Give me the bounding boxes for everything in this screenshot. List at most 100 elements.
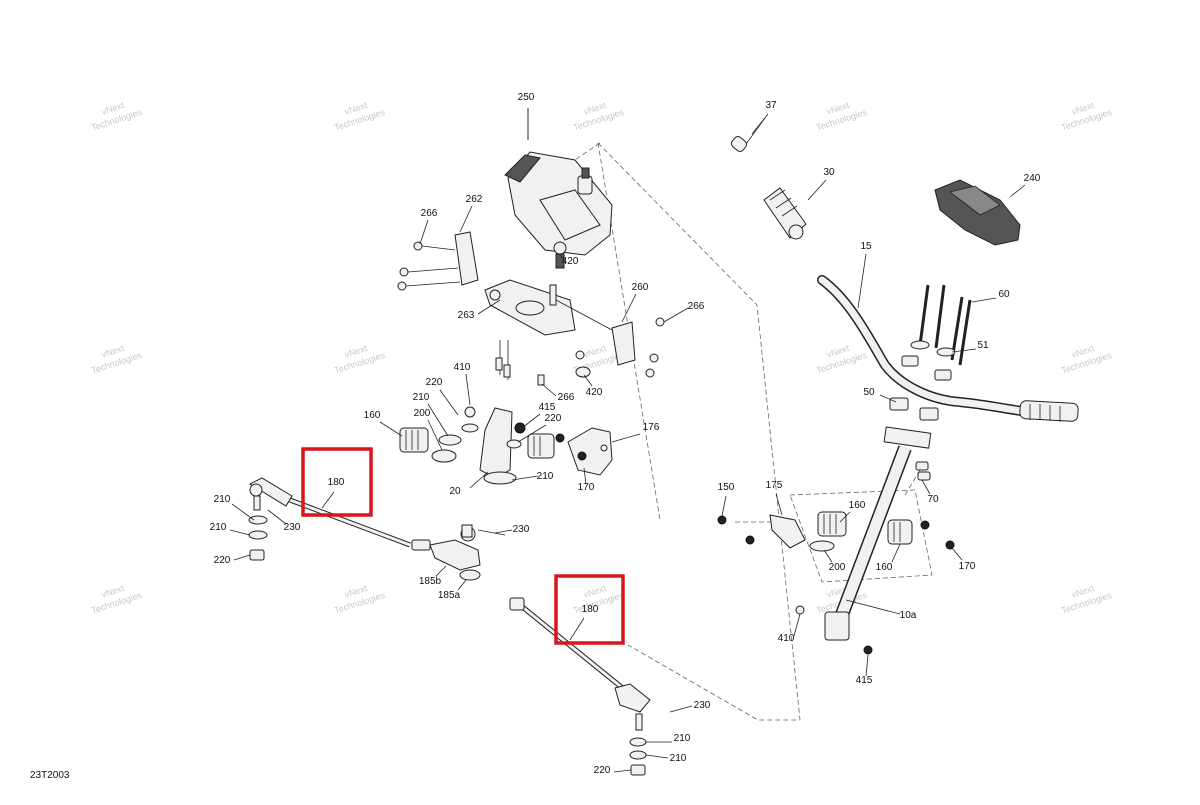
callout-label: 30 [823,167,835,178]
callout-label: 200 [829,562,846,573]
callout-label: 200 [414,408,431,419]
callout-420b: 420 [583,374,603,398]
leader-line [721,495,727,517]
callout-210a: 210 [413,392,449,437]
leader-line [427,403,449,437]
leader-line [231,503,255,521]
callout-label: 220 [594,765,611,776]
callout-label: 210 [537,471,554,482]
callout-label: 176 [643,422,660,433]
leader-line [839,511,851,523]
leader-line [379,421,403,437]
handlebar-cover-240 [934,179,1021,246]
mount-plate-263 [484,279,576,386]
leader-line [569,617,585,641]
leader-line [663,307,689,323]
clamp-176 [567,427,613,476]
callout-210f: 210 [645,753,687,764]
bar-end-37 [730,117,766,152]
callout-266b: 266 [663,301,705,323]
leader-line [613,769,632,773]
callout-label: 420 [562,256,579,267]
power-steering-unit [504,108,613,269]
callout-label: 220 [214,555,231,566]
leader-line [879,394,897,403]
callout-230c: 230 [669,700,711,713]
callout-label: 220 [426,377,443,388]
callout-160c: 160 [876,543,901,573]
callout-label: 415 [539,402,556,413]
callout-label: 410 [454,362,471,373]
tie-rod-left [248,477,411,561]
leader-line [621,293,637,323]
leader-line [459,205,473,233]
callout-420a: 420 [559,254,579,267]
callout-60: 60 [971,289,1010,303]
leader-line [494,529,513,534]
handlebar-15 [817,275,1079,422]
leader-line [517,424,547,443]
callout-label: 10a [900,610,917,621]
callout-label: 266 [421,208,438,219]
callout-label: 420 [586,387,603,398]
callout-415b: 415 [856,654,873,686]
leader-line [583,467,587,485]
callout-220d: 220 [594,765,632,776]
callout-10a: 10a [845,599,917,621]
callout-220b: 220 [517,413,562,443]
leader-line [857,253,867,309]
callout-label: 266 [558,392,575,403]
callout-185b: 185b [419,565,447,587]
leader-line [751,113,769,135]
callout-label: 263 [458,310,475,321]
callout-263: 263 [458,299,501,321]
callout-label: 220 [545,413,562,424]
callout-label: 210 [214,494,231,505]
callout-label: 170 [959,561,976,572]
callout-170b: 170 [951,547,976,572]
bushing-left-160 [399,427,429,453]
leader-line [233,554,251,561]
callout-label: 230 [513,524,530,535]
callout-175: 175 [766,480,783,516]
leader-line [951,348,977,353]
callout-label: 150 [718,482,735,493]
callout-label: 51 [977,340,989,351]
leader-line [435,565,447,577]
callout-210d: 210 [210,522,251,536]
callout-label: 260 [632,282,649,293]
leader-line [439,389,459,416]
callout-200b: 200 [823,549,846,573]
callout-70: 70 [921,479,939,505]
callout-label: 230 [284,522,301,533]
leader-line [865,654,869,677]
leader-line [583,374,593,387]
callout-label: 185a [438,590,461,601]
callout-label: 415 [856,675,873,686]
leader-line [477,299,501,315]
callout-label: 180 [582,604,599,615]
leader-line [1009,184,1026,198]
callout-260: 260 [621,282,649,323]
steering-shaft-20 [431,406,565,485]
tie-rod-right [509,597,651,776]
callout-label: 210 [670,753,687,764]
leader-line [611,433,641,443]
callout-415a: 415 [521,402,556,429]
callout-262: 262 [459,194,483,233]
callout-220a: 220 [426,377,459,416]
bracket-262 [397,231,479,291]
leader-line [775,493,783,516]
callout-176: 176 [611,422,660,443]
callout-180a: 180 [321,477,345,509]
callout-label: 210 [210,522,227,533]
callout-200a: 200 [414,408,443,451]
callout-layer: 2502622664202602662634202664102202102001… [210,92,1041,776]
leader-line [559,254,567,263]
